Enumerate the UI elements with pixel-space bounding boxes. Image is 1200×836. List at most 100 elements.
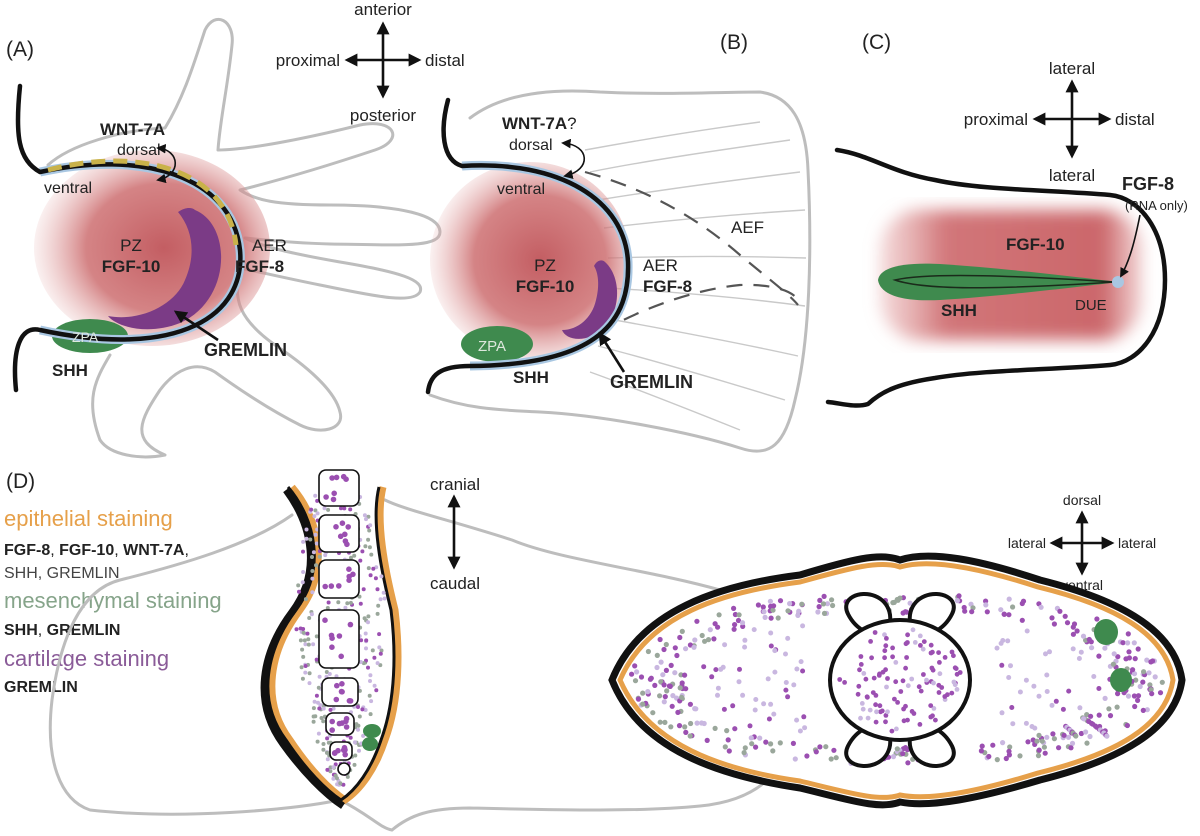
stain-dot — [1083, 729, 1089, 735]
stain-dot — [798, 659, 804, 665]
stain-dot — [381, 590, 386, 595]
gremlin-arrow-b — [598, 331, 626, 373]
stain-dot — [345, 524, 352, 530]
stain-dot — [1084, 712, 1090, 718]
stain-dot — [785, 635, 791, 641]
cross-section-epithelium — [617, 561, 1176, 800]
stain-dot — [903, 641, 909, 647]
stain-dot — [339, 520, 346, 526]
stain-dot — [370, 648, 375, 653]
stain-dot — [666, 683, 673, 689]
stain-dot — [821, 593, 827, 600]
stain-dot — [722, 642, 728, 648]
stain-dot — [1064, 620, 1071, 626]
stain-dot — [314, 657, 319, 662]
stain-dot — [1003, 755, 1009, 762]
stain-dot — [298, 638, 303, 643]
stain-dot — [310, 576, 315, 581]
stain-dot — [828, 756, 834, 762]
stain-dot — [632, 663, 638, 669]
fgf8-arrow-c — [1120, 214, 1141, 278]
stain-dot — [804, 753, 810, 759]
stain-dot — [1130, 667, 1136, 673]
stain-dot — [889, 728, 895, 734]
stain-dot — [859, 701, 865, 706]
mesenchymal-shh-spot-side-2 — [362, 737, 378, 751]
stain-dot — [300, 676, 305, 681]
stain-dot — [877, 703, 883, 709]
stain-dot — [1096, 686, 1102, 691]
stain-dot — [654, 652, 660, 659]
dorsal-label-b: dorsal — [509, 137, 553, 154]
stain-dot — [900, 678, 906, 684]
stain-dot — [856, 683, 862, 689]
legend-mesenchymal-genes: SHH, GREMLIN — [4, 622, 120, 639]
stain-dot — [375, 661, 380, 666]
stain-dot — [326, 600, 331, 605]
stain-dot — [338, 653, 345, 660]
stain-dot — [366, 665, 370, 670]
stain-dot — [321, 706, 326, 711]
stain-dot — [658, 659, 664, 665]
compass-c: lateral proximal distal lateral — [964, 59, 1155, 185]
stain-dot — [1010, 604, 1016, 610]
stain-dot — [726, 748, 732, 754]
stain-dot — [360, 549, 365, 554]
stain-dot — [1010, 721, 1016, 727]
stain-dot — [1007, 744, 1013, 750]
stain-dot — [883, 643, 889, 649]
stain-dot — [1135, 693, 1142, 699]
gremlin-arrow-a — [173, 310, 219, 342]
stain-dot — [893, 660, 899, 665]
stain-dot — [363, 708, 368, 712]
stain-dot — [1125, 640, 1131, 646]
stain-dot — [334, 682, 340, 689]
stain-dot — [310, 569, 315, 573]
stain-dot — [346, 566, 352, 572]
stain-dot — [1076, 656, 1082, 661]
stain-dot — [304, 536, 309, 541]
stain-dot — [998, 607, 1004, 613]
stain-dot — [301, 654, 306, 659]
stain-dot — [314, 541, 319, 546]
stain-dot — [333, 762, 338, 767]
stain-dot — [683, 686, 689, 692]
stain-dot — [770, 607, 776, 613]
stain-dot — [931, 680, 936, 686]
stain-dot — [648, 675, 654, 681]
stain-dot — [1096, 712, 1102, 718]
stain-dot — [885, 709, 890, 715]
fin-ectoderm-b — [425, 97, 631, 395]
stain-dot — [314, 634, 319, 639]
panel-d-label: (D) — [6, 470, 35, 493]
compass-d-section: dorsal lateral lateral ventral — [1008, 492, 1156, 593]
stain-dot — [313, 532, 318, 537]
legend-epithelial-line2: SHH, GREMLIN — [4, 565, 120, 582]
stain-dot — [890, 754, 897, 760]
stain-dot — [962, 608, 968, 614]
fgf8-label-b: FGF-8 — [643, 277, 692, 296]
stain-dot — [363, 631, 368, 636]
stain-dot — [307, 681, 312, 686]
stain-dot — [801, 714, 807, 720]
stain-dot — [679, 628, 685, 635]
stain-dot — [367, 693, 372, 698]
stain-dot — [954, 598, 961, 604]
aef-lower-dash — [599, 283, 799, 333]
stain-dot — [338, 781, 343, 786]
stain-dot — [352, 553, 357, 558]
stain-dot — [299, 665, 304, 670]
stain-dot — [1006, 612, 1012, 618]
stain-dot — [322, 506, 327, 511]
stain-dot — [712, 725, 718, 732]
stain-dot — [768, 701, 774, 707]
stain-dot — [876, 673, 882, 678]
stain-dot — [952, 682, 958, 688]
stain-dot — [775, 615, 781, 621]
stain-dot — [336, 633, 343, 639]
stain-dot — [1157, 690, 1164, 696]
shh-label-c: SHH — [941, 301, 977, 320]
stain-dot — [694, 720, 700, 726]
stain-dot — [321, 719, 326, 724]
